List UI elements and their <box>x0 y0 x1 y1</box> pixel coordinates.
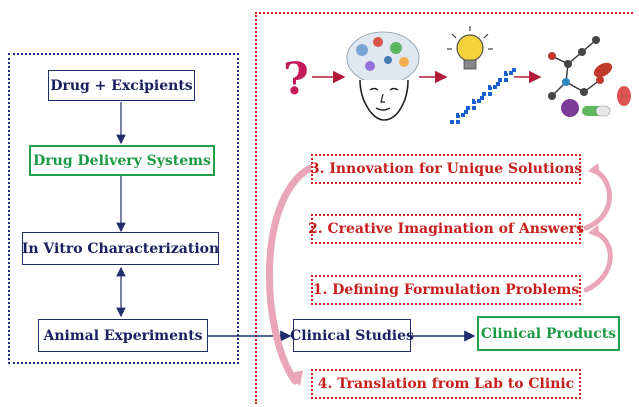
drug-excipients-box: Drug + Excipients <box>48 70 195 101</box>
animal-experiments-box: Animal Experiments <box>38 319 208 352</box>
drug-delivery-systems-box: Drug Delivery Systems <box>29 145 215 176</box>
thinking-head-icon <box>346 31 420 121</box>
lightbulb-icon <box>447 26 493 70</box>
clinical-studies-box: Clinical Studies <box>290 319 414 352</box>
curve-right-2to3 <box>583 167 612 231</box>
right-panel-frame <box>255 12 633 404</box>
curve-right-1to2 <box>583 229 613 293</box>
molecule-pills-icon <box>548 36 631 117</box>
clinical-products-box: Clinical Products <box>477 316 620 351</box>
curve-left-big <box>266 164 314 385</box>
step-3-innovation-box: 3. Innovation for Unique Solutions <box>310 154 582 184</box>
question-mark-icon: ? <box>283 54 309 105</box>
step-4-translation-box: 4. Translation from Lab to Clinic <box>311 369 581 399</box>
step-2-creative-imagination-box: 2. Creative Imagination of Answers <box>308 214 584 244</box>
staircase-icon <box>450 66 516 124</box>
step-1-defining-problems-box: 1. Defining Formulation Problems <box>311 275 581 305</box>
in-vitro-characterization-box: In Vitro Characterization <box>22 232 219 265</box>
left-panel-frame <box>8 53 239 364</box>
